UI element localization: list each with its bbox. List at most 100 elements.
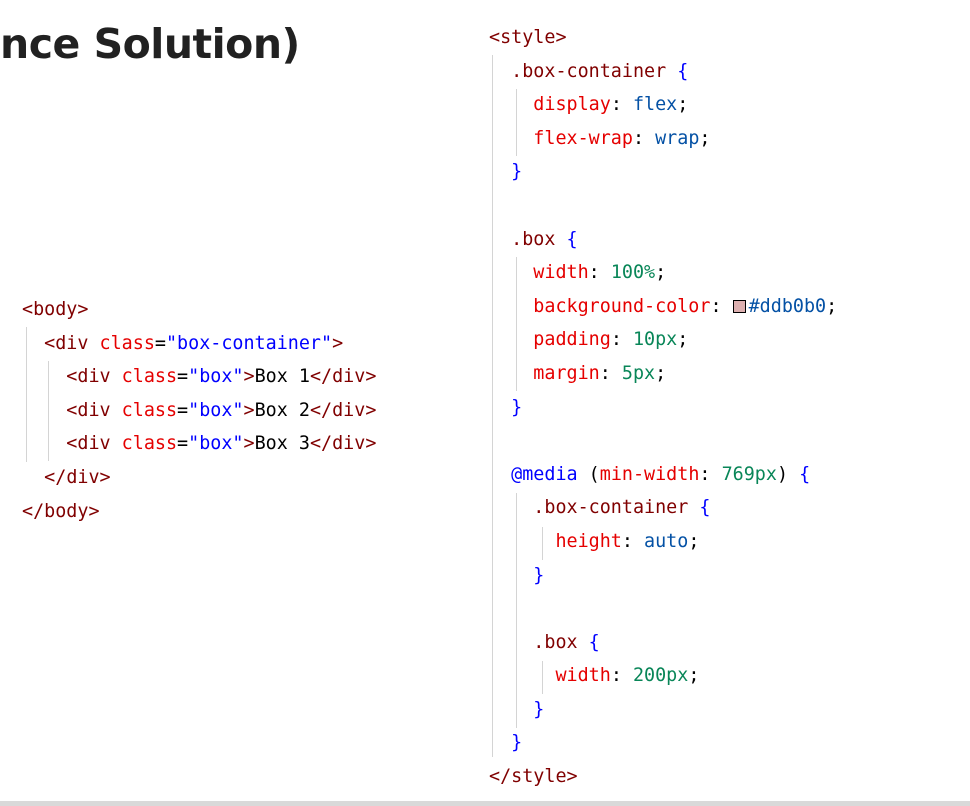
code-line: } bbox=[489, 391, 837, 425]
code-token: Box 2 bbox=[254, 399, 310, 421]
code-token: "box" bbox=[188, 399, 244, 421]
code-token: { bbox=[688, 497, 711, 519]
code-token: ) bbox=[776, 463, 800, 485]
code-token: ; bbox=[655, 262, 667, 284]
code-line: } bbox=[489, 726, 837, 760]
indent-guide bbox=[542, 527, 543, 560]
code-token: { bbox=[799, 463, 811, 485]
code-token: .box bbox=[511, 228, 556, 250]
code-token bbox=[489, 732, 511, 753]
code-token: "box" bbox=[188, 366, 244, 388]
code-token: > bbox=[566, 766, 578, 788]
code-token: ; bbox=[688, 665, 700, 687]
code-token bbox=[22, 366, 66, 387]
css-code-snippet: <style> .box-container { display: flex; … bbox=[489, 21, 837, 794]
code-line: <div class="box-container"> bbox=[22, 327, 376, 361]
code-token: "box" bbox=[188, 433, 244, 455]
code-token bbox=[22, 467, 44, 488]
code-token: div bbox=[66, 466, 100, 488]
code-token bbox=[489, 61, 511, 82]
code-line bbox=[489, 424, 837, 458]
code-token bbox=[489, 699, 533, 720]
code-token: > bbox=[555, 27, 567, 48]
code-token: body bbox=[44, 500, 89, 522]
code-token: : bbox=[610, 329, 633, 351]
code-token bbox=[111, 400, 122, 421]
code-token bbox=[489, 329, 533, 350]
code-token: : bbox=[599, 362, 622, 384]
code-token: { bbox=[666, 60, 689, 82]
code-token: body bbox=[33, 299, 78, 320]
code-line: <body> bbox=[22, 293, 376, 327]
code-token: < bbox=[66, 433, 78, 455]
code-token: Box 3 bbox=[254, 433, 310, 455]
color-swatch-icon bbox=[732, 299, 746, 313]
code-token bbox=[88, 333, 99, 354]
code-token: < bbox=[489, 27, 501, 48]
code-token bbox=[489, 531, 555, 552]
code-token bbox=[489, 94, 533, 115]
code-token: 5px bbox=[621, 362, 656, 384]
code-token: #ddb0b0 bbox=[748, 295, 827, 317]
code-token: > bbox=[243, 366, 255, 388]
code-token bbox=[489, 262, 533, 283]
code-token: div bbox=[332, 399, 366, 421]
code-line: } bbox=[489, 693, 837, 727]
code-token: > bbox=[243, 399, 255, 421]
code-line: .box-container { bbox=[489, 55, 837, 89]
code-token: style bbox=[500, 27, 556, 48]
code-token bbox=[489, 161, 511, 182]
code-token: : bbox=[610, 665, 633, 687]
code-token bbox=[22, 333, 44, 354]
code-token: "box-container" bbox=[165, 332, 333, 354]
code-token: @media bbox=[511, 463, 578, 485]
code-token: > bbox=[99, 466, 111, 488]
code-line: .box { bbox=[489, 626, 837, 660]
indent-guide bbox=[516, 257, 517, 391]
code-token bbox=[22, 433, 66, 454]
code-token: </ bbox=[44, 466, 67, 488]
code-token bbox=[111, 433, 122, 454]
code-token: Box 1 bbox=[254, 366, 310, 388]
code-token: style bbox=[511, 766, 567, 788]
code-token: } bbox=[533, 564, 545, 586]
code-token: div bbox=[77, 366, 111, 388]
code-token: div bbox=[332, 433, 366, 455]
code-token: : bbox=[710, 295, 733, 317]
code-token: wrap bbox=[655, 127, 700, 149]
indent-guide bbox=[542, 661, 543, 694]
code-token bbox=[489, 363, 533, 384]
code-token: div bbox=[77, 433, 111, 455]
code-token: { bbox=[555, 228, 578, 250]
code-token: 10px bbox=[632, 329, 678, 351]
code-token: </ bbox=[309, 399, 333, 421]
code-token: = bbox=[177, 433, 189, 455]
code-line: .box { bbox=[489, 223, 837, 257]
code-token: 100% bbox=[610, 262, 656, 284]
code-line: @media (min-width: 769px) { bbox=[489, 458, 837, 492]
code-line: <div class="box">Box 2</div> bbox=[22, 394, 376, 428]
code-token: : bbox=[588, 262, 611, 284]
code-token bbox=[489, 632, 533, 653]
code-token: ; bbox=[688, 530, 700, 552]
code-token: ( bbox=[577, 463, 600, 485]
code-line: <div class="box">Box 3</div> bbox=[22, 427, 376, 461]
code-token: </ bbox=[489, 766, 512, 788]
code-token: ; bbox=[677, 94, 689, 116]
code-token: 200px bbox=[632, 665, 689, 687]
code-token: margin bbox=[533, 362, 600, 384]
code-token: > bbox=[77, 299, 89, 320]
code-token: } bbox=[511, 161, 523, 183]
code-token: div bbox=[77, 399, 111, 421]
code-line: } bbox=[489, 155, 837, 189]
code-line: padding: 10px; bbox=[489, 323, 837, 357]
code-token: > bbox=[365, 366, 377, 388]
code-token: .box-container bbox=[533, 497, 689, 519]
code-line: height: auto; bbox=[489, 525, 837, 559]
code-token: : bbox=[610, 94, 633, 116]
code-token: } bbox=[511, 396, 523, 418]
indent-guide bbox=[516, 89, 517, 156]
code-token: > bbox=[365, 433, 377, 455]
code-token: } bbox=[511, 732, 523, 754]
code-token: class bbox=[99, 332, 155, 354]
